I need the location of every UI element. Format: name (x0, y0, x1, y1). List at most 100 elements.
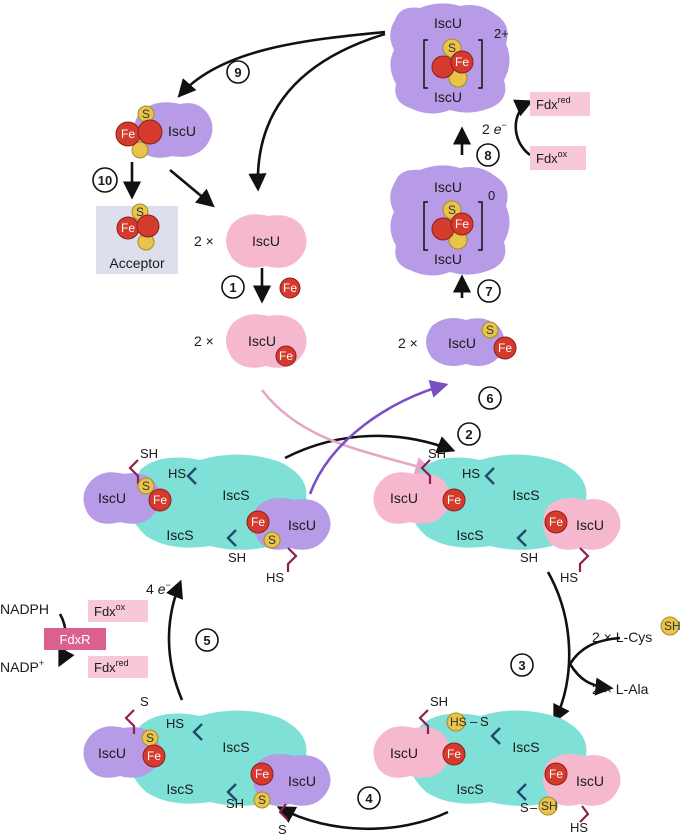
svg-text:Fe: Fe (455, 217, 469, 231)
arrow-to-iscu-top (248, 32, 386, 192)
arrow-step6 (308, 380, 449, 495)
fdxr-box: FdxR (44, 628, 106, 650)
svg-text:8: 8 (484, 148, 491, 163)
svg-text:IscU: IscU (434, 179, 462, 195)
svg-text:S: S (142, 479, 150, 493)
arrows (58, 30, 621, 831)
svg-text:HS: HS (166, 716, 184, 731)
complex-lower-right: IscU IscU IscS IscS SH HS – S Fe Fe S – … (373, 694, 621, 835)
svg-text:S: S (448, 41, 456, 55)
step-1: 1 (221, 275, 245, 299)
iscu-dimer-2plus: IscU IscU S Fe 2+ (390, 3, 510, 114)
svg-text:HS: HS (450, 715, 467, 729)
svg-text:Fe: Fe (549, 515, 563, 529)
svg-text:SH: SH (664, 619, 681, 633)
step-4: 4 (357, 786, 381, 810)
svg-text:Fe: Fe (255, 767, 269, 781)
svg-text:IscS: IscS (222, 487, 249, 503)
svg-text:10: 10 (98, 173, 112, 188)
svg-text:S: S (480, 714, 489, 729)
svg-text:IscU: IscU (390, 490, 418, 506)
svg-text:HS: HS (462, 466, 480, 481)
svg-text:–: – (470, 714, 478, 729)
step-2: 2 (457, 422, 481, 446)
svg-text:Fe: Fe (455, 55, 469, 69)
arrow-iscu-fe-to-iscu (169, 169, 215, 208)
svg-text:Fe: Fe (121, 221, 135, 235)
svg-text:SH: SH (430, 694, 448, 709)
svg-text:S: S (268, 533, 276, 547)
svg-text:Fdxred: Fdxred (536, 95, 571, 112)
svg-text:IscS: IscS (512, 487, 539, 503)
four-electron-label: 4 e− (146, 580, 171, 597)
svg-text:7: 7 (485, 284, 492, 299)
lala-label: 2 × L-Ala (592, 681, 649, 697)
svg-text:2: 2 (465, 427, 472, 442)
svg-text:IscU: IscU (98, 490, 126, 506)
svg-text:–: – (530, 800, 538, 815)
complex-lower-left: IscU IscU IscS IscS S S Fe HS Fe S SH S (83, 694, 331, 837)
svg-text:IscU: IscU (390, 745, 418, 761)
svg-text:Fe: Fe (279, 349, 293, 363)
svg-text:0: 0 (488, 188, 495, 203)
svg-text:SH: SH (226, 796, 244, 811)
svg-text:IscU: IscU (288, 517, 316, 533)
step-7: 7 (477, 279, 501, 303)
svg-text:S: S (448, 203, 456, 217)
svg-text:3: 3 (518, 658, 525, 673)
svg-text:Fe: Fe (251, 515, 265, 529)
svg-text:Fe: Fe (121, 127, 135, 141)
svg-text:Fdxox: Fdxox (536, 149, 568, 166)
fdx-ox-box-top: Fdxox (530, 146, 586, 170)
fdx-red-box-top: Fdxred (530, 92, 590, 116)
svg-text:SH: SH (140, 446, 158, 461)
arrow-lcys-in (568, 636, 621, 665)
step-9: 9 (226, 60, 250, 84)
svg-text:S: S (142, 107, 150, 121)
svg-text:Fe: Fe (283, 281, 297, 295)
svg-text:IscS: IscS (456, 781, 483, 797)
svg-text:SH: SH (520, 550, 538, 565)
arrow-lala-out (568, 663, 614, 696)
svg-text:IscS: IscS (166, 527, 193, 543)
svg-text:HS: HS (168, 466, 186, 481)
two-x-right: 2 × (398, 335, 418, 351)
svg-text:S: S (258, 793, 266, 807)
two-x-iscu-fe: 2 × (194, 333, 214, 349)
svg-text:6: 6 (486, 391, 493, 406)
svg-text:Fe: Fe (549, 767, 563, 781)
svg-text:S: S (520, 800, 529, 815)
svg-text:IscU: IscU (448, 335, 476, 351)
svg-text:Fe: Fe (153, 493, 167, 507)
svg-text:IscS: IscS (222, 739, 249, 755)
svg-text:Fe: Fe (147, 749, 161, 763)
iscu-dimer-0: IscU IscU S Fe 0 (390, 165, 510, 276)
fe-ion: Fe (279, 277, 301, 299)
complex-upper-left: IscU IscU IscS IscS SH S Fe HS Fe S SH H… (83, 446, 331, 585)
arrow-fdx-ox-red (512, 99, 534, 157)
svg-text:IscU: IscU (576, 773, 604, 789)
svg-text:IscS: IscS (166, 781, 193, 797)
complex-upper-right: IscU IscU IscS IscS SH Fe HS Fe SH HS (373, 446, 621, 585)
svg-text:SH: SH (228, 550, 246, 565)
acceptor-box: Fe S Acceptor (96, 203, 178, 274)
svg-text:S: S (140, 694, 149, 709)
step-10: 10 (92, 167, 118, 193)
svg-text:IscS: IscS (512, 739, 539, 755)
arrow-step5 (166, 579, 184, 701)
nadph-label: NADPH (0, 601, 49, 617)
svg-text:9: 9 (234, 65, 241, 80)
svg-text:2+: 2+ (494, 26, 509, 41)
arrow-step9 (177, 30, 386, 98)
svg-text:IscU: IscU (434, 89, 462, 105)
fdx-red-box-left: Fdxred (88, 656, 148, 678)
svg-text:HS: HS (266, 570, 284, 585)
two-electron-label: 2 e− (482, 120, 507, 137)
arrow-step3 (546, 571, 571, 724)
svg-text:IscU: IscU (248, 333, 276, 349)
svg-text:IscU: IscU (576, 517, 604, 533)
two-x-iscu-apo: 2 × (194, 233, 214, 249)
svg-text:S: S (136, 205, 144, 219)
svg-text:1: 1 (229, 280, 236, 295)
